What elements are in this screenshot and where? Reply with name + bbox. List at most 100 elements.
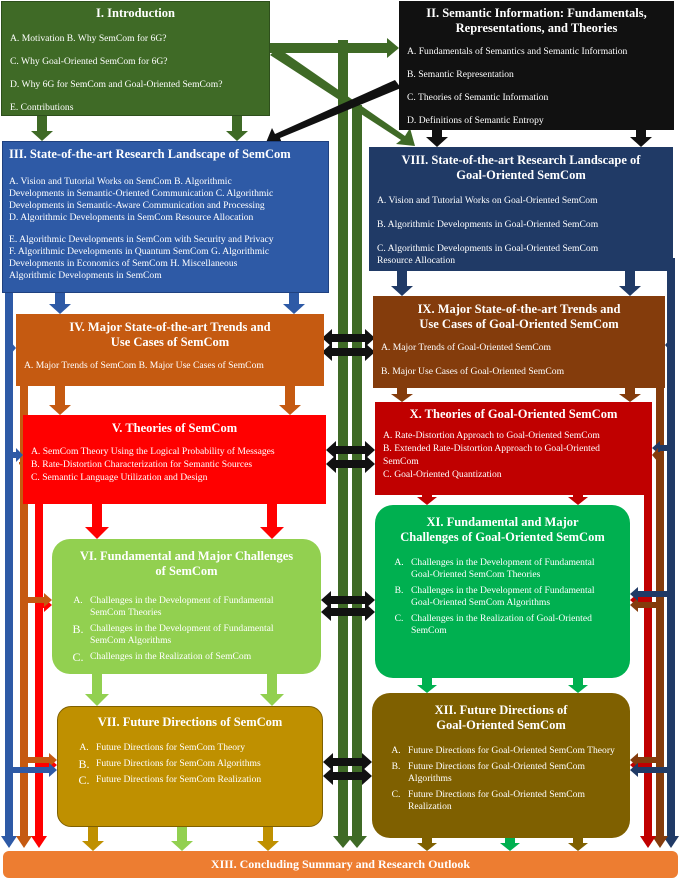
list-item: C.Future Directions for Goal-Oriented Se… (391, 789, 585, 812)
arrow-bidirectional (326, 455, 375, 473)
arrow-left (630, 587, 671, 601)
list-item: B.Future Directions for Goal-Oriented Se… (391, 761, 585, 784)
arrow-bidirectional (323, 753, 372, 771)
section-title: IX. Major State-of-the-art Trends and Us… (417, 302, 621, 331)
section-semcom-challenges: VI. Fundamental and Major Challenges of … (52, 539, 321, 674)
section-line: A. Vision and Tutorial Works on SemCom B… (9, 176, 232, 187)
section-line: C. Algorithmic Developments in Goal-Orie… (377, 243, 599, 254)
section-semantic-information: II. Semantic Information: Fundamentals, … (399, 1, 674, 130)
arrow-right (9, 341, 16, 355)
arrow-bidirectional (321, 603, 375, 621)
section-goal-oriented-challenges: XI. Fundamental and Major Challenges of … (375, 505, 630, 678)
section-line: A. Motivation B. Why SemCom for 6G? (10, 33, 167, 44)
section-title: II. Semantic Information: Fundamentals, … (426, 6, 647, 35)
arrow-right (9, 448, 23, 462)
section-line: D. Definitions of Semantic Entropy (407, 115, 544, 126)
section-line: A. SemCom Theory Using the Logical Proba… (31, 446, 275, 457)
section-title: III. State-of-the-art Research Landscape… (9, 147, 291, 161)
list-item: A.Future Directions for SemCom Theory (79, 742, 246, 753)
section-title: IV. Major State-of-the-art Trends and Us… (69, 320, 271, 349)
arrow-down (630, 130, 652, 147)
section-line: B. Semantic Representation (407, 69, 514, 80)
section-line: A. Fundamentals of Semantics and Semanti… (407, 46, 628, 57)
arrow-down (31, 488, 47, 848)
section-goal-oriented-future-directions: XII. Future Directions of Goal-Oriented … (372, 693, 630, 838)
section-line: B. Rate-Distortion Characterization for … (31, 459, 253, 470)
arrow-diagonal (265, 80, 401, 146)
section-semcom-research-landscape: III. State-of-the-art Research Landscape… (2, 141, 329, 293)
section-title: VIII. State-of-the-art Research Landscap… (401, 153, 641, 182)
arrow-down (31, 116, 53, 141)
arrow-down (260, 504, 284, 539)
arrow-down (417, 678, 437, 693)
section-line: D. Why 6G for SemCom and Goal-Oriented S… (10, 79, 223, 90)
section-semcom-theories: V. Theories of SemCom A. SemCom Theory U… (23, 415, 326, 504)
section-title: V. Theories of SemCom (111, 421, 238, 435)
arrow-right (24, 593, 52, 607)
arrow-down (417, 838, 437, 851)
section-semcom-trends-use-cases: IV. Major State-of-the-art Trends and Us… (16, 314, 324, 386)
section-introduction: I. Introduction A. Motivation B. Why Sem… (1, 1, 270, 116)
arrow-left (630, 598, 660, 612)
list-item: A.Challenges in the Development of Funda… (73, 595, 274, 618)
arrow-down (82, 827, 104, 851)
section-line: Resource Allocation (377, 255, 456, 266)
section-goal-oriented-theories: X. Theories of Goal-Oriented SemCom A. R… (375, 402, 652, 495)
section-line: Algorithmic Developments in SemCom (9, 270, 162, 281)
arrow-down (1, 280, 17, 848)
arrow-down (49, 293, 71, 314)
arrow-down (283, 293, 305, 314)
section-title: VI. Fundamental and Major Challenges of … (79, 549, 294, 578)
arrow-down (417, 495, 437, 505)
arrow-down (257, 827, 279, 851)
arrow-down (279, 386, 301, 415)
section-goal-oriented-research-landscape: VIII. State-of-the-art Research Landscap… (369, 147, 673, 271)
section-line: B. Major Use Cases of Goal-Oriented SemC… (381, 366, 565, 377)
section-line: D. Algorithmic Developments in SemCom Re… (9, 212, 254, 223)
list-item: B.Challenges in the Development of Funda… (394, 585, 595, 608)
section-goal-oriented-trends-use-cases: IX. Major State-of-the-art Trends and Us… (373, 296, 665, 388)
arrow-down (226, 116, 248, 141)
arrow-left (652, 448, 660, 462)
arrow-down (49, 386, 71, 415)
section-line: SemCom (383, 456, 419, 467)
arrow-down (333, 40, 353, 848)
section-line: C. Semantic Language Utilization and Des… (31, 472, 208, 483)
arrow-bidirectional (323, 767, 372, 785)
arrow-down (85, 674, 109, 706)
arrow-down (426, 130, 448, 147)
section-line: F. Algorithmic Developments in Quantum S… (9, 246, 270, 257)
section-line: C. Goal-Oriented Quantization (383, 469, 502, 480)
section-line: Developments in Semantic-Oriented Commun… (9, 188, 274, 199)
arrow-down (500, 838, 520, 851)
arrow-down (619, 271, 641, 296)
arrow-down (663, 258, 679, 848)
list-item: C.Challenges in the Realization of SemCo… (72, 650, 252, 664)
arrow-down (347, 105, 367, 848)
arrow-left (630, 763, 671, 777)
section-line: B. Algorithmic Developments in Goal-Orie… (377, 219, 599, 230)
list-item: C.Challenges in the Realization of Goal-… (394, 613, 592, 636)
section-line: Developments in Semantic-Aware Communica… (9, 200, 265, 211)
section-title: XIII. Concluding Summary and Research Ou… (210, 857, 471, 871)
list-item: A.Future Directions for Goal-Oriented Se… (391, 745, 615, 756)
arrow-down (568, 495, 588, 505)
section-title: X. Theories of Goal-Oriented SemCom (409, 407, 618, 421)
arrow-right (270, 38, 399, 58)
arrow-bidirectional (322, 329, 375, 347)
arrow-down (568, 838, 588, 851)
section-title: XII. Future Directions of Goal-Oriented … (434, 703, 568, 732)
arrow-down (619, 388, 641, 402)
arrow-bidirectional (326, 441, 375, 459)
arrow-right (9, 763, 57, 777)
section-line: A. Vision and Tutorial Works on Goal-Ori… (377, 195, 598, 206)
arrow-diagonal (270, 48, 415, 146)
section-conclusion: XIII. Concluding Summary and Research Ou… (3, 851, 678, 878)
section-title: XI. Fundamental and Major Challenges of … (400, 515, 605, 544)
arrow-left (665, 338, 671, 352)
section-title: I. Introduction (96, 6, 175, 20)
list-item: B.Challenges in the Development of Funda… (72, 622, 274, 646)
list-item: A.Challenges in the Development of Funda… (394, 557, 595, 580)
arrow-down (391, 388, 413, 402)
